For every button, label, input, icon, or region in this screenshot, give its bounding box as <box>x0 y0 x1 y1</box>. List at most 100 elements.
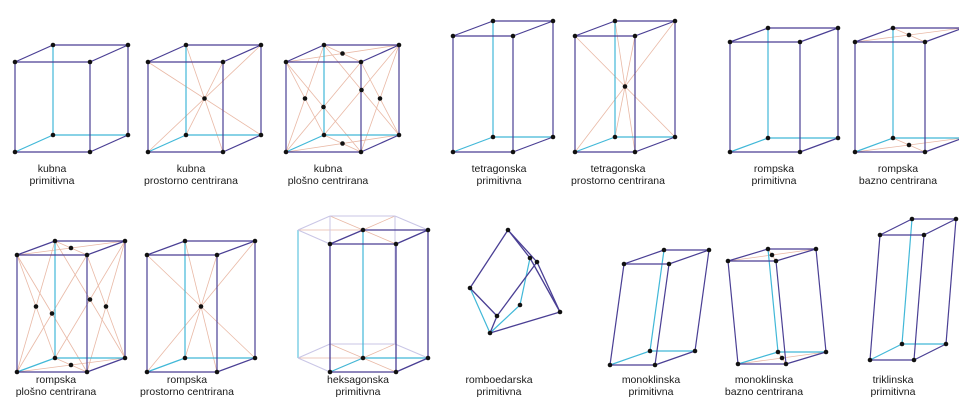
corner-atom <box>727 149 733 155</box>
lattice-romboedarska-primitivna <box>467 227 563 336</box>
hidden-edge <box>767 248 779 353</box>
corner-atom <box>727 39 733 45</box>
face-center-atom <box>68 245 74 251</box>
corner-atom <box>14 369 20 375</box>
corner-atom <box>813 246 819 252</box>
corner-atom <box>775 349 781 355</box>
corner-atom <box>510 33 516 39</box>
hex-diagonal <box>362 343 396 359</box>
cell-edge <box>89 44 129 63</box>
cell-edge <box>329 229 364 245</box>
corner-atom <box>14 252 20 258</box>
corner-atom <box>510 149 516 155</box>
corner-atom <box>725 258 731 264</box>
cell-edge <box>654 263 670 366</box>
lattice-heksagonska-primitivna <box>297 215 431 375</box>
cell-edge <box>360 44 400 63</box>
cell-edge <box>913 343 947 361</box>
lattice-centering-name: bazno centrirana <box>858 175 938 187</box>
corner-atom <box>890 135 896 141</box>
cell-edge <box>913 234 925 361</box>
corner-atom <box>890 25 896 31</box>
lattice-kubna-prostorno-centrirana <box>145 42 264 155</box>
corner-atom <box>122 238 128 244</box>
lattice-system-name: triklinska <box>872 374 914 386</box>
lattice-centering-name: primitivna <box>870 386 916 398</box>
lattice-system-name: rompska <box>877 163 919 175</box>
corner-atom <box>921 232 927 238</box>
corner-atom <box>773 258 779 264</box>
corner-atom <box>425 227 431 233</box>
cell-edge <box>924 138 959 153</box>
cell-edge <box>775 248 817 262</box>
lattice-system-name: rompska <box>166 374 208 386</box>
cell-edge <box>574 20 616 37</box>
hidden-edge <box>489 304 521 334</box>
corner-atom <box>550 18 556 24</box>
corner-atom <box>84 252 90 258</box>
lattice-centering-name: primitivna <box>476 386 522 398</box>
corner-atom <box>327 369 333 375</box>
corner-atom <box>396 42 402 48</box>
face-center-atom <box>340 141 345 146</box>
hex-edge <box>394 343 429 359</box>
corner-atom <box>396 132 402 138</box>
lattice-centering-name: plošno centrirana <box>15 386 97 398</box>
cell-edge <box>799 27 839 43</box>
corner-atom <box>652 362 658 368</box>
corner-atom <box>84 369 90 375</box>
corner-atom <box>909 216 915 222</box>
cell-edge <box>923 218 957 236</box>
corner-atom <box>182 355 188 361</box>
corner-atom <box>494 313 500 319</box>
hidden-edge <box>147 134 187 153</box>
face-center-atom <box>49 311 55 316</box>
face-center-atom <box>302 96 308 101</box>
cell-edge <box>222 134 262 153</box>
corner-atom <box>534 259 540 265</box>
lattice-system-name: monoklinska <box>734 374 794 386</box>
cell-edge <box>147 44 187 63</box>
corner-atom <box>87 149 93 155</box>
hex-diagonal <box>362 215 396 231</box>
cell-edge <box>945 218 957 345</box>
lattice-monoklinska-bazno-centrirana <box>725 246 829 367</box>
hidden-edge <box>285 134 325 153</box>
corner-atom <box>487 330 493 336</box>
corner-atom <box>360 227 366 233</box>
lattice-rompska-plosno-centrirana <box>14 238 128 375</box>
corner-atom <box>612 18 618 24</box>
corner-atom <box>852 149 858 155</box>
corner-atom <box>252 355 258 361</box>
corner-atom <box>145 149 151 155</box>
cell-edge <box>395 229 429 245</box>
cell-edge <box>360 134 400 153</box>
cell-edge <box>668 249 710 265</box>
lattice-system-name: tetragonska <box>471 163 527 175</box>
corner-atom <box>632 33 638 39</box>
corner-atom <box>706 247 712 253</box>
cell-edge <box>285 44 325 63</box>
cell-edge <box>469 229 509 289</box>
lattice-rompska-bazno-centrirana <box>852 25 959 155</box>
hex-diagonal <box>362 229 397 245</box>
base-center-atom <box>769 252 775 258</box>
corner-atom <box>922 149 928 155</box>
corner-atom <box>258 132 264 138</box>
corner-atom <box>505 227 511 233</box>
corner-atom <box>12 59 18 65</box>
cell-edge <box>216 357 256 373</box>
hidden-edge <box>146 357 186 373</box>
cell-edge <box>775 260 787 365</box>
corner-atom <box>953 216 959 222</box>
lattice-rompska-prostorno-centrirana <box>144 238 258 375</box>
hex-diagonal <box>329 215 364 231</box>
hex-edge <box>297 215 331 231</box>
corner-atom <box>50 42 56 48</box>
lattice-kubna-plosno-centrirana <box>283 42 402 155</box>
lattice-system-name: tetragonska <box>590 163 646 175</box>
